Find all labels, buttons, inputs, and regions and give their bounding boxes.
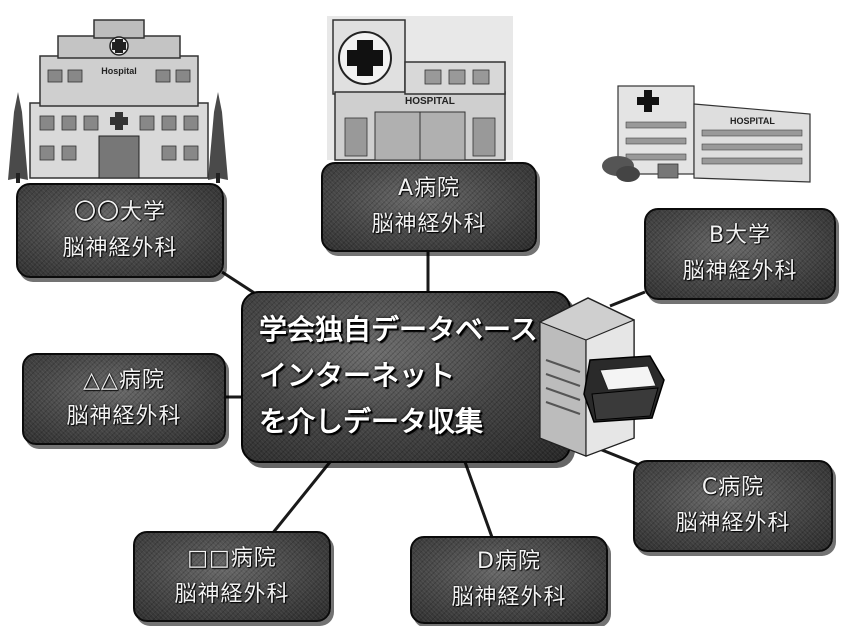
node-square-dept: 脳神経外科 (174, 581, 290, 607)
university-hospital-icon: Hospital (8, 19, 228, 183)
node-c: C病院 脳神経外科 (633, 460, 833, 552)
hospital-b-sign: HOSPITAL (730, 116, 775, 126)
folder-icon (583, 355, 665, 423)
university-sign: Hospital (101, 66, 137, 76)
connector-b (609, 290, 646, 308)
connector-d (463, 461, 495, 541)
node-univ-dept: 脳神経外科 (62, 235, 178, 261)
node-square-name: □□病院 (187, 545, 277, 571)
center-line-2: インターネット (259, 359, 456, 392)
node-square: □□病院 脳神経外科 (133, 531, 331, 622)
node-delta-dept: 脳神経外科 (66, 404, 182, 429)
node-d-name: D病院 (477, 549, 541, 574)
node-delta: △△病院 脳神経外科 (22, 353, 226, 445)
center-database-box: 学会独自データベース インターネット を介しデータ収集 (241, 291, 571, 463)
node-a-name: A病院 (397, 176, 461, 201)
node-d-dept: 脳神経外科 (451, 585, 567, 610)
hospital-b-icon: HOSPITAL (602, 85, 811, 183)
hospital-a-icon: HOSPITAL (327, 16, 513, 161)
node-delta-name: △△病院 (83, 368, 165, 393)
node-b-dept: 脳神経外科 (682, 259, 798, 284)
node-d: D病院 脳神経外科 (410, 536, 608, 624)
node-a-dept: 脳神経外科 (371, 212, 487, 237)
node-b-name: B大学 (708, 223, 772, 248)
node-univ: 〇〇大学 脳神経外科 (16, 183, 224, 278)
node-univ-name: 〇〇大学 (73, 199, 166, 225)
server-icon (539, 297, 665, 457)
connector-square (270, 461, 332, 535)
center-line-1: 学会独自データベース (259, 313, 538, 346)
hospital-a-sign: HOSPITAL (405, 96, 455, 107)
node-a: A病院 脳神経外科 (321, 162, 537, 252)
node-b: B大学 脳神経外科 (644, 208, 836, 300)
node-c-dept: 脳神経外科 (675, 511, 791, 536)
node-c-name: C病院 (701, 475, 765, 500)
center-line-3: を介しデータ収集 (259, 405, 484, 438)
